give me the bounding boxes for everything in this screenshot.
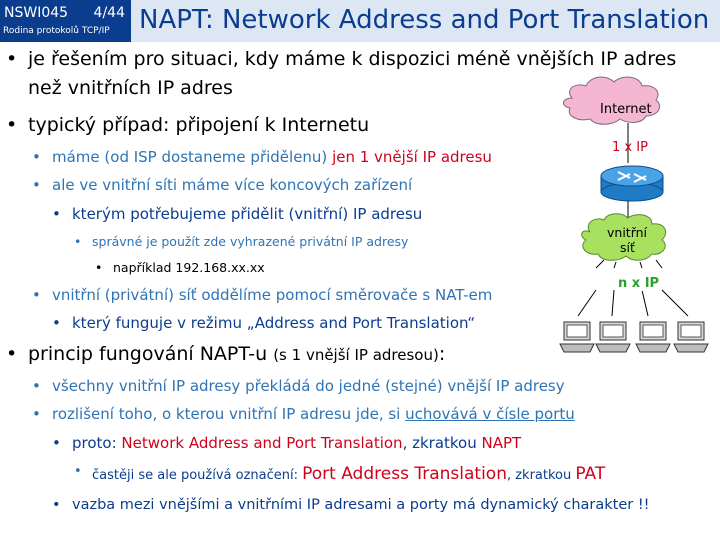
- bullet-3-2-1-1-text: častěji se ale používá označení:: [92, 468, 303, 483]
- one-ip-label: 1 x IP: [612, 140, 648, 155]
- course-box: NSWI045 4/44 Rodina protokolů TCP/IP: [0, 0, 131, 42]
- bullet-2-3: • vnitřní (privátní) síť oddělíme pomocí…: [32, 286, 493, 304]
- bullet-3-note: (s 1 vnější IP adresou): [273, 346, 439, 364]
- bullet-dot: •: [6, 114, 18, 136]
- bullet-3-1-text: všechny vnitřní IP adresy překládá do je…: [52, 377, 565, 395]
- bullet-3-2-1-napt-full: Network Address and Port Translation: [121, 434, 403, 452]
- bullet-3-2-1-napt: NAPT: [481, 434, 522, 452]
- bullet-3-2-1-1-text-2: , zkratkou: [506, 468, 576, 483]
- bullet-2-2-1-1: • správné je použít zde vyhrazené privát…: [74, 234, 409, 249]
- bullet-2-2: • ale ve vnitřní síti máme více koncovýc…: [32, 176, 413, 194]
- bullet-1-continuation: než vnitřních IP adres: [28, 77, 233, 99]
- bullet-dot: •: [6, 343, 18, 365]
- bullet-3-text: princip fungování NAPT-u: [28, 343, 274, 365]
- bullet-3-2-1-text: proto:: [72, 434, 122, 452]
- bullet-2-2-1-text: kterým potřebujeme přidělit (vnitřní) IP…: [72, 205, 423, 223]
- bullet-2-3-1: • který funguje v režimu „Address and Po…: [52, 314, 476, 332]
- bullet-3: • princip fungování NAPT-u (s 1 vnější I…: [6, 343, 446, 365]
- bullet-dot: •: [32, 176, 41, 194]
- bullet-2-1: • máme (od ISP dostaneme přidělenu) jen …: [32, 148, 492, 166]
- course-code: NSWI045: [4, 5, 69, 21]
- bullet-dot: •: [52, 434, 61, 452]
- bullet-3-2-2: • vazba mezi vnějšími a vnitřními IP adr…: [52, 497, 650, 513]
- bullet-3-2-text: rozlišení toho, o kterou vnitřní IP adre…: [52, 405, 406, 423]
- bullet-3-2-underlined: uchovává v čísle portu: [405, 405, 575, 423]
- bullet-2-1-text: máme (od ISP dostaneme přidělenu): [52, 148, 333, 166]
- internet-label: Internet: [600, 102, 652, 117]
- bullet-3-2-2-text: vazba mezi vnějšími a vnitřními IP adres…: [72, 497, 650, 513]
- bullet-2-2-1-1-1-text: například 192.168.xx.xx: [113, 260, 265, 275]
- bullet-dot: •: [32, 148, 41, 166]
- bullet-dot: •: [74, 464, 82, 479]
- bullet-3-1: • všechny vnitřní IP adresy překládá do …: [32, 377, 565, 395]
- page-number: 4/44: [93, 5, 125, 21]
- bullet-2-2-1: • kterým potřebujeme přidělit (vnitřní) …: [52, 205, 423, 223]
- bullet-1: • je řešením pro situaci, kdy máme k dis…: [6, 48, 677, 70]
- bullet-dot: •: [32, 377, 41, 395]
- computer-icon: [595, 321, 631, 353]
- bullet-3-2-1-text-2: , zkratkou: [402, 434, 482, 452]
- inner-network-label-2: síť: [620, 240, 635, 255]
- bullet-3-2: • rozlišení toho, o kterou vnitřní IP ad…: [32, 405, 575, 423]
- slide-header: NSWI045 4/44 Rodina protokolů TCP/IP NAP…: [0, 0, 720, 42]
- bullet-dot: •: [32, 286, 41, 304]
- bullet-2-3-text: vnitřní (privátní) síť oddělíme pomocí s…: [52, 286, 493, 304]
- n-ip-label: n x IP: [618, 276, 660, 291]
- bullet-dot: •: [6, 48, 18, 70]
- bullet-dot: •: [95, 260, 103, 275]
- bullet-2-text: typický případ: připojení k Internetu: [28, 114, 370, 136]
- bullet-1-text: je řešením pro situaci, kdy máme k dispo…: [28, 48, 677, 70]
- bullet-1-cont-text: než vnitřních IP adres: [28, 77, 233, 99]
- bullet-3-2-1-1: • častěji se ale používá označení: Port …: [74, 464, 606, 484]
- internet-cloud-icon: [563, 76, 661, 125]
- bullet-dot: •: [74, 234, 82, 249]
- bullet-2-1-highlight: jen 1 vnější IP adresu: [332, 148, 492, 166]
- bullet-3-2-1: • proto: Network Address and Port Transl…: [52, 434, 522, 452]
- bullet-dot: •: [32, 405, 41, 423]
- bullet-dot: •: [52, 314, 61, 332]
- bullet-3-2-1-1-pat: PAT: [575, 464, 606, 484]
- bullet-2-2-1-1-text: správné je použít zde vyhrazené privátní…: [92, 234, 409, 249]
- bullet-2-2-text: ale ve vnitřní síti máme více koncových …: [52, 176, 413, 194]
- bullet-2-2-1-1-1: • například 192.168.xx.xx: [95, 260, 265, 275]
- bullet-2-3-1-text: který funguje v režimu „Address and Port…: [72, 314, 476, 332]
- inner-network-label-1: vnitřní: [607, 225, 648, 240]
- course-name: Rodina protokolů TCP/IP: [3, 26, 110, 36]
- bullet-3-2-1-1-pat-full: Port Address Translation: [302, 464, 507, 484]
- bullet-dot: •: [52, 497, 61, 513]
- computer-icon: [673, 321, 709, 353]
- computer-icon: [559, 321, 595, 353]
- bullet-dot: •: [52, 205, 61, 223]
- slide-title: NAPT: Network Address and Port Translati…: [139, 5, 710, 35]
- router-icon: [600, 165, 664, 202]
- bullet-2: • typický případ: připojení k Internetu: [6, 114, 370, 136]
- bullet-3-colon: :: [438, 343, 446, 365]
- computer-icon: [635, 321, 671, 353]
